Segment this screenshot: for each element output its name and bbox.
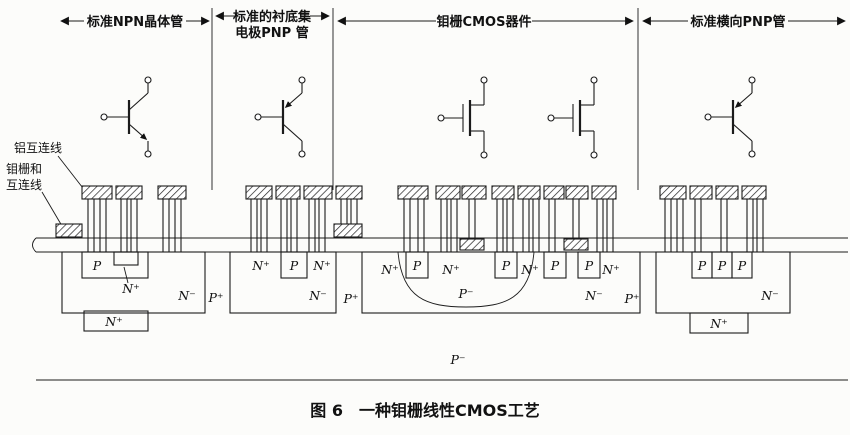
npn-emitter-leader	[123, 266, 129, 284]
pnp-symbol	[254, 76, 306, 158]
section-dividers	[211, 8, 639, 190]
npn-emitter-label: N⁺	[121, 281, 140, 296]
lpnp-contacts	[659, 185, 767, 252]
metal-layer	[81, 185, 767, 252]
lateral-pnp-symbol	[704, 76, 756, 158]
lpnp-buried-label: N⁺	[709, 316, 728, 331]
iso3-label: P⁺	[623, 291, 639, 306]
mosfet-symbol-left	[437, 76, 488, 159]
mo-interconnect-piece-2	[333, 223, 363, 238]
npn-contacts	[81, 185, 187, 252]
leader-al	[57, 155, 87, 193]
mosfet-symbol-right	[547, 76, 598, 159]
pnp-c2-label: N⁺	[312, 258, 331, 273]
npn-buried-box	[83, 310, 149, 332]
section-title-lpnp: 标准横向PNP管	[690, 14, 786, 30]
cmos-r8-label: N⁺	[601, 262, 620, 277]
mo-interconnect-piece	[55, 223, 83, 238]
lpnp-p1-label: P	[697, 258, 707, 273]
surface-left-hook	[32, 237, 37, 253]
lpnp-p2-label: P	[717, 258, 727, 273]
cmos-r7-label: P	[584, 258, 594, 273]
header-labels: 标准NPN晶体管 标准的衬底集 电极PNP 管 钼栅CMOS器件 标准横向PNP…	[60, 9, 846, 41]
npn-base-label: P	[92, 258, 102, 273]
cmos-epi-label: N⁻	[584, 288, 603, 303]
lpnp-p3-box	[731, 251, 753, 279]
cmos-r4-label: P	[501, 258, 511, 273]
npn-epi-label: N⁻	[177, 288, 196, 303]
cmos-r6-label: P	[550, 258, 560, 273]
cmos-r2-box	[405, 251, 429, 279]
iso2-label: P⁺	[342, 291, 358, 306]
p-well-boundary	[397, 251, 535, 308]
pnp-base-label: P	[289, 258, 299, 273]
transistor-symbols	[100, 76, 756, 159]
pnp-base-box	[280, 251, 308, 279]
cmos-r3-label: N⁺	[441, 262, 460, 277]
section-title-pnp-line1: 标准的衬底集	[232, 9, 312, 25]
silicon-cross-section: P N⁺ N⁻ N⁺ P⁺ N⁺ P N⁺ N⁻ P⁺ N⁺ P N⁺ P N⁺…	[32, 237, 848, 381]
label-mo-line2: 互连线	[6, 177, 42, 192]
mo-gate-left	[459, 238, 485, 251]
cmos-r5-label: N⁺	[520, 262, 539, 277]
pnp-c1-label: N⁺	[251, 258, 270, 273]
section-title-npn: 标准NPN晶体管	[86, 14, 183, 30]
label-al-interconnect: 铝互连线	[14, 140, 62, 155]
substrate-label: P⁻	[449, 352, 465, 367]
pnp-contacts	[245, 185, 333, 252]
side-annotations: 铝互连线 钼栅和 互连线	[6, 140, 87, 238]
leader-mo	[41, 191, 63, 227]
label-mo-line1: 钼栅和	[6, 161, 42, 176]
cmos-well-label: P⁻	[457, 286, 473, 301]
npn-symbol	[100, 76, 152, 158]
section-title-pnp-line2: 电极PNP 管	[235, 25, 308, 41]
lpnp-p3-label: P	[737, 258, 747, 273]
mo-gate-right	[563, 238, 589, 251]
cmos-r7-box	[577, 251, 601, 279]
cmos-r1-label: N⁺	[380, 262, 399, 277]
iso1-label: P⁺	[207, 290, 223, 305]
cmos-r2-label: P	[412, 258, 422, 273]
lpnp-buried-box	[689, 312, 749, 334]
npn-emitter-box	[113, 251, 139, 266]
mo-interconnect-contact	[333, 185, 363, 238]
figure-caption: 图 6 一种钼栅线性CMOS工艺	[310, 401, 540, 420]
cmos-r4-box	[494, 251, 518, 279]
npn-buried-label: N⁺	[104, 314, 123, 329]
cmos-contacts	[397, 185, 617, 252]
cmos-r6-box	[543, 251, 567, 279]
pnp-epi-label: N⁻	[308, 288, 327, 303]
section-title-cmos: 钼栅CMOS器件	[437, 14, 532, 30]
lpnp-epi-label: N⁻	[760, 288, 779, 303]
